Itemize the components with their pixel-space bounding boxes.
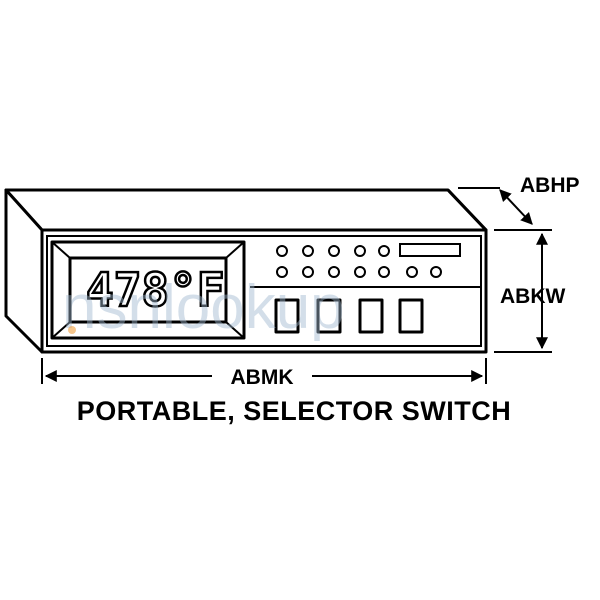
dimension-label-height: ABKW: [500, 285, 565, 308]
front-bezel: [46, 235, 482, 347]
round-indicator-light-icon: [328, 245, 340, 257]
square-push-button-icon: [358, 298, 384, 334]
housing-right-edge: [446, 188, 488, 232]
display-window: 478°F: [50, 240, 246, 340]
round-indicator-light-icon: [276, 266, 288, 278]
round-indicator-light-icon: [276, 245, 288, 257]
display-bezel-inner: [68, 256, 228, 324]
square-push-button-icon: [398, 298, 424, 334]
round-indicator-light-icon: [354, 245, 366, 257]
watermark-text: nsnlookup: [62, 273, 345, 342]
square-push-button-icon: [274, 298, 300, 334]
dimension-width: ABMK: [41, 358, 487, 389]
push-buttons: [274, 298, 424, 334]
indicator-lights: [276, 245, 442, 278]
watermark-dot: [68, 326, 76, 334]
dimension-height: ABKW: [494, 232, 565, 353]
housing-top-face: [4, 188, 488, 232]
round-indicator-light-icon: [430, 266, 442, 278]
round-indicator-light-icon: [328, 266, 340, 278]
label-slot: [399, 243, 461, 257]
round-indicator-light-icon: [378, 245, 390, 257]
display-readout: 478°F: [86, 263, 224, 317]
dimension-label-width: ABMK: [231, 366, 294, 389]
round-indicator-light-icon: [302, 245, 314, 257]
round-indicator-light-icon: [406, 266, 418, 278]
round-indicator-light-icon: [302, 266, 314, 278]
watermark: nsnlookup: [62, 273, 345, 342]
dimension-label-depth: ABHP: [520, 174, 580, 197]
round-indicator-light-icon: [354, 266, 366, 278]
round-indicator-light-icon: [378, 266, 390, 278]
dimension-depth: ABHP: [458, 174, 580, 231]
square-push-button-icon: [316, 298, 342, 334]
arrow-icon: [499, 189, 533, 225]
diagram-title: PORTABLE, SELECTOR SWITCH: [77, 396, 512, 426]
